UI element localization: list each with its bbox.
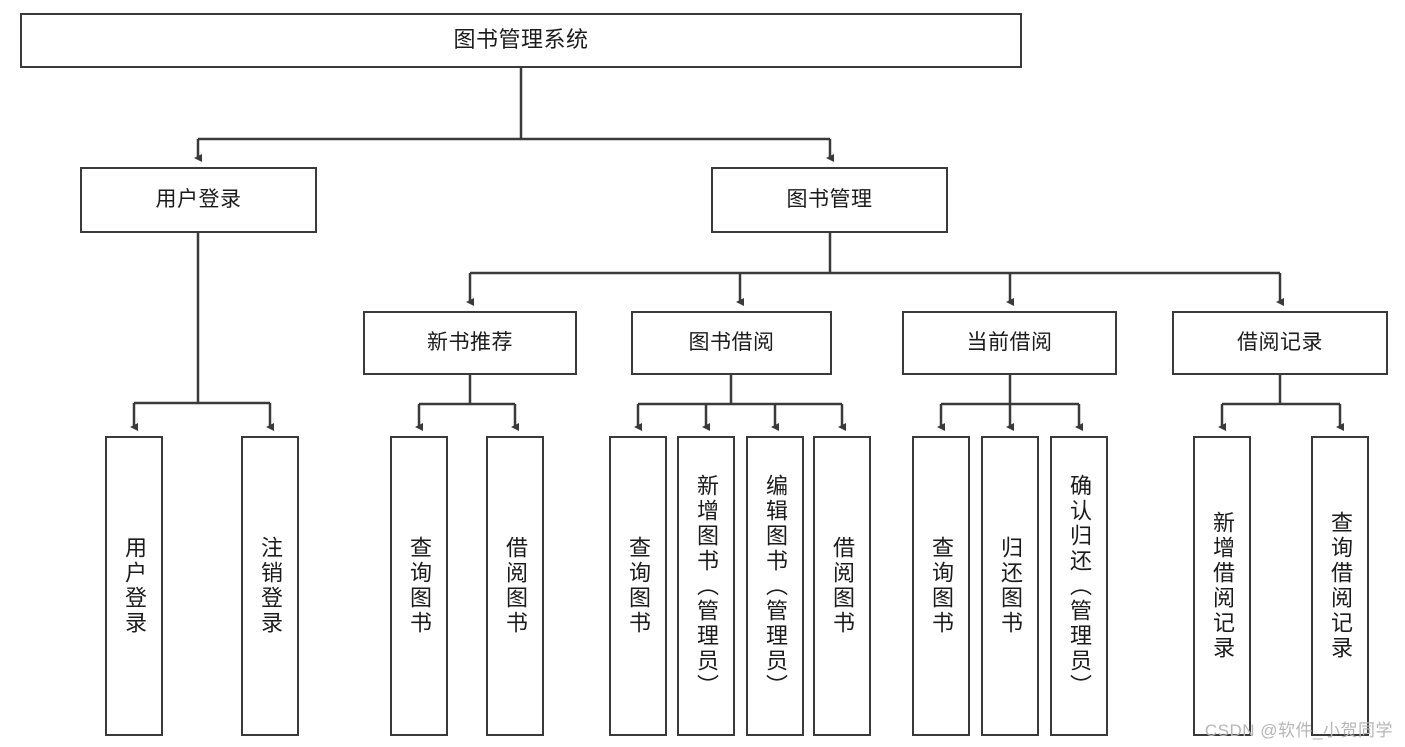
leaf-edit-book-admin[interactable]: 编辑图书（管理员） — [746, 436, 804, 736]
leaf-user-logout[interactable]: 注销登录 — [241, 436, 299, 736]
leaf-user-login[interactable]: 用户登录 — [105, 436, 163, 736]
leaf-return-book[interactable]: 归还图书 — [981, 436, 1039, 736]
leaf-query-book-borrow[interactable]: 查询图书 — [609, 436, 667, 736]
leaf-query-book-recommend[interactable]: 查询图书 — [390, 436, 448, 736]
node-label: 查询图书 — [626, 536, 651, 636]
node-label: 图书管理系统 — [453, 27, 589, 53]
node-label: 借阅图书 — [503, 536, 528, 636]
leaf-query-borrow-record[interactable]: 查询借阅记录 — [1311, 436, 1369, 736]
leaf-add-borrow-record[interactable]: 新增借阅记录 — [1193, 436, 1251, 736]
node-label: 确认归还（管理员） — [1067, 473, 1092, 699]
node-root-system[interactable]: 图书管理系统 — [20, 13, 1022, 68]
node-book-borrow[interactable]: 图书借阅 — [631, 311, 832, 375]
leaf-add-book-admin[interactable]: 新增图书（管理员） — [677, 436, 735, 736]
node-label: 查询图书 — [407, 536, 432, 636]
node-label: 借阅记录 — [1237, 331, 1323, 355]
node-label: 用户登录 — [155, 188, 242, 212]
leaf-confirm-return-admin[interactable]: 确认归还（管理员） — [1050, 436, 1108, 736]
leaf-borrow-book[interactable]: 借阅图书 — [813, 436, 871, 736]
node-label: 借阅图书 — [830, 536, 855, 636]
node-label: 编辑图书（管理员） — [763, 473, 788, 699]
node-label: 注销登录 — [258, 536, 283, 636]
node-new-book-recommend[interactable]: 新书推荐 — [363, 311, 577, 375]
node-label: 查询借阅记录 — [1328, 511, 1353, 661]
node-label: 新增借阅记录 — [1210, 511, 1235, 661]
node-label: 图书借阅 — [688, 331, 775, 355]
node-label: 图书管理 — [786, 188, 873, 212]
node-borrow-record[interactable]: 借阅记录 — [1172, 311, 1388, 375]
node-label: 用户登录 — [122, 536, 147, 636]
watermark-text: CSDN @软件_小贺同学 — [1204, 721, 1393, 740]
node-label: 归还图书 — [998, 536, 1023, 636]
leaf-query-book-current[interactable]: 查询图书 — [912, 436, 970, 736]
leaf-borrow-book-recommend[interactable]: 借阅图书 — [486, 436, 544, 736]
node-label: 查询图书 — [929, 536, 954, 636]
node-label: 新书推荐 — [427, 331, 513, 355]
node-label: 新增图书（管理员） — [694, 473, 719, 699]
node-user-login[interactable]: 用户登录 — [80, 167, 317, 233]
node-current-borrow[interactable]: 当前借阅 — [902, 311, 1117, 375]
node-label: 当前借阅 — [966, 331, 1053, 355]
node-book-management[interactable]: 图书管理 — [711, 167, 948, 233]
